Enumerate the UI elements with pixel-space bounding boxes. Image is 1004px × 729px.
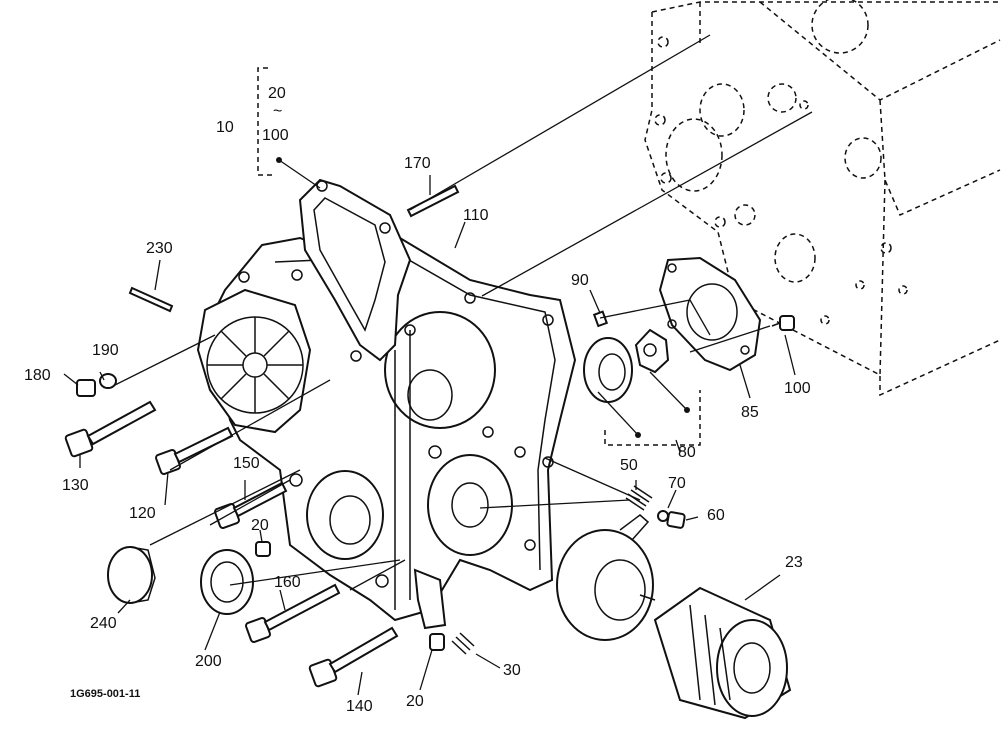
label-80: 80 (678, 444, 696, 461)
label-140: 140 (346, 698, 373, 715)
pin-90 (592, 310, 609, 328)
label-100-top: 100 (262, 127, 289, 144)
screw-30 (451, 632, 475, 655)
label-70: 70 (668, 475, 686, 492)
label-50: 50 (620, 457, 638, 474)
figure-code: 1G695-001-11 (70, 688, 140, 700)
relief-valve-parts (625, 485, 686, 529)
label-160: 160 (274, 574, 301, 591)
label-60: 60 (707, 507, 725, 524)
bolt-130 (64, 400, 157, 458)
label-20-mid: 20 (251, 517, 269, 534)
leader-lines (63, 34, 813, 696)
plug-20-bot (429, 633, 445, 651)
oil-filter-23 (653, 586, 792, 720)
engine-block (644, 0, 1001, 397)
nut-180-190 (76, 373, 117, 397)
bolt-140 (308, 626, 399, 688)
label-10: 10 (216, 119, 234, 136)
label-150: 150 (233, 455, 260, 472)
front-cover-plate (196, 288, 312, 434)
oil-seal-200 (200, 549, 254, 615)
oil-filter-bracket (556, 514, 656, 641)
stud-170 (406, 184, 460, 218)
bolt-160 (245, 583, 341, 643)
oil-pump-cover-85 (658, 256, 762, 372)
label-200: 200 (195, 653, 222, 670)
label-110: 110 (463, 207, 489, 224)
label-20-top: 20 (268, 85, 286, 102)
label-240: 240 (90, 615, 117, 632)
gasket-20-100 (298, 178, 412, 362)
label-30: 30 (503, 662, 521, 679)
label-100: 100 (784, 380, 811, 397)
plug-100 (771, 315, 795, 331)
label-tilde: ~ (273, 103, 282, 120)
label-23: 23 (785, 554, 803, 571)
bolt-120 (155, 426, 234, 475)
label-170: 170 (404, 155, 431, 172)
plug-20-mid (255, 541, 271, 557)
cap-240 (107, 546, 156, 604)
label-190: 190 (92, 342, 119, 359)
label-230: 230 (146, 240, 173, 257)
label-130: 130 (62, 477, 89, 494)
part-labels: 10 20 ~ 100 170 110 230 90 190 180 85 10… (24, 85, 811, 715)
label-85: 85 (741, 404, 759, 421)
stud-230 (128, 286, 174, 313)
label-20-bot: 20 (406, 693, 424, 710)
label-90: 90 (571, 272, 589, 289)
oil-pump-rotor-80 (583, 328, 670, 403)
label-180: 180 (24, 367, 51, 384)
label-120: 120 (129, 505, 156, 522)
